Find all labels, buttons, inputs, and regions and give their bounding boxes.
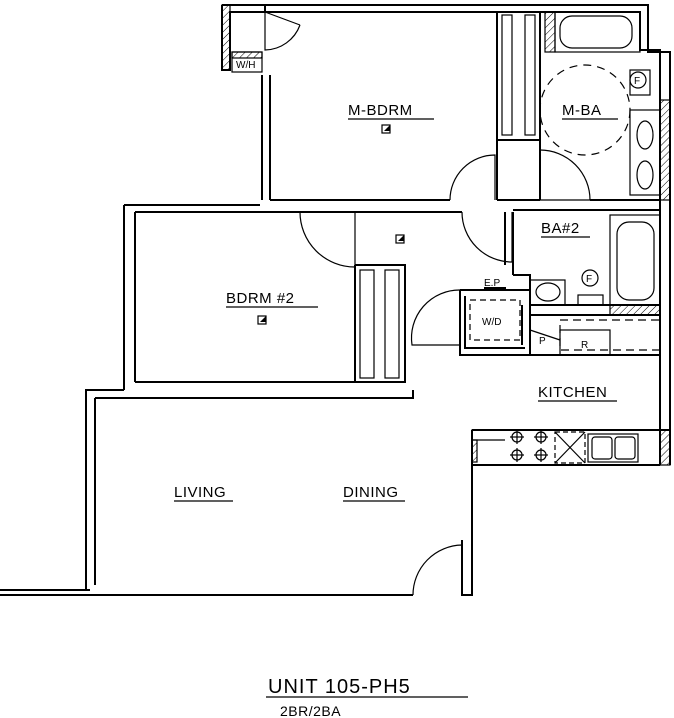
unit-name: UNIT 105-PH5: [268, 676, 411, 698]
master-bedroom-label: M-BDRM: [348, 102, 413, 119]
laundry: W/D E.P: [469, 278, 521, 341]
panel-label: E.P: [484, 278, 500, 289]
svg-text:F: F: [586, 274, 592, 285]
dishwasher-icon: [554, 431, 586, 464]
bath-2-label: BA#2: [541, 220, 580, 237]
unit-title: UNIT 105-PH5 2BR/2BA: [266, 676, 468, 718]
bedroom-2-label: BDRM #2: [226, 290, 295, 307]
kitchen-sink-icon: [587, 433, 639, 463]
pantry-label: P: [539, 336, 546, 347]
unit-type: 2BR/2BA: [280, 703, 341, 718]
dining-label: DINING: [343, 484, 399, 501]
master-bath-label: M-BA: [562, 102, 602, 119]
washer-dryer-label: W/D: [482, 317, 501, 328]
room-labels: M-BDRM M-BA BA#2 BDRM #2 KITCHEN LIVING …: [174, 102, 618, 502]
stove-icon: [510, 430, 548, 462]
master-bath-fixtures: F: [539, 11, 671, 201]
living-label: LIVING: [174, 484, 226, 501]
floor-markers: [257, 124, 405, 325]
kitchen-fixtures: P R: [471, 304, 671, 466]
doors: [264, 11, 591, 596]
refrigerator-label: R: [581, 340, 588, 351]
kitchen-label: KITCHEN: [538, 384, 607, 401]
svg-text:F: F: [634, 76, 640, 87]
walk-in-closet: W/H: [221, 4, 263, 73]
exterior-walls: [0, 4, 671, 596]
walk-in-label: W/H: [236, 60, 255, 71]
